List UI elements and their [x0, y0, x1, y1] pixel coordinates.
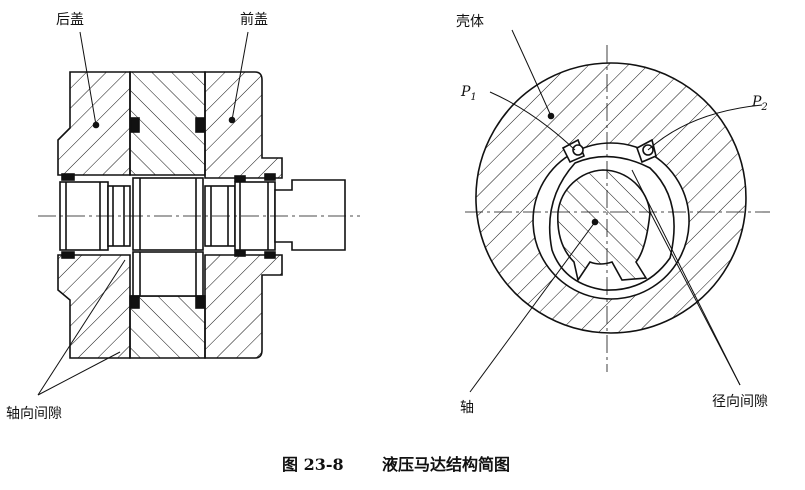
label-front-cover: 前盖	[240, 11, 268, 28]
label-p1-sub: 1	[470, 92, 476, 103]
label-p2: P2	[751, 94, 768, 113]
housing-lower	[129, 295, 206, 359]
label-p1: P1	[460, 84, 477, 103]
label-housing: 壳体	[456, 13, 484, 30]
caption-number: 图 23-8	[282, 455, 344, 474]
housing-ring	[475, 62, 747, 334]
axial-section-view	[38, 71, 360, 359]
right-leaders	[469, 29, 763, 393]
front-cover-lower	[204, 254, 283, 359]
driven-gear	[132, 251, 204, 297]
housing-upper	[129, 71, 206, 176]
drive-gear	[132, 177, 204, 251]
left-leaders	[37, 31, 249, 396]
front-cover-upper	[204, 71, 283, 179]
label-p2-sub: 2	[760, 102, 767, 113]
label-rear-cover: 后盖	[56, 12, 84, 28]
label-axial-gap: 轴向间隙	[6, 406, 62, 422]
label-shaft: 轴	[460, 400, 474, 416]
caption-title: 液压马达结构简图	[382, 455, 510, 474]
radial-section-view	[465, 45, 770, 372]
label-radial-gap: 径向间隙	[712, 394, 768, 410]
rear-cover-lower	[57, 254, 131, 359]
output-shaft	[274, 179, 346, 251]
